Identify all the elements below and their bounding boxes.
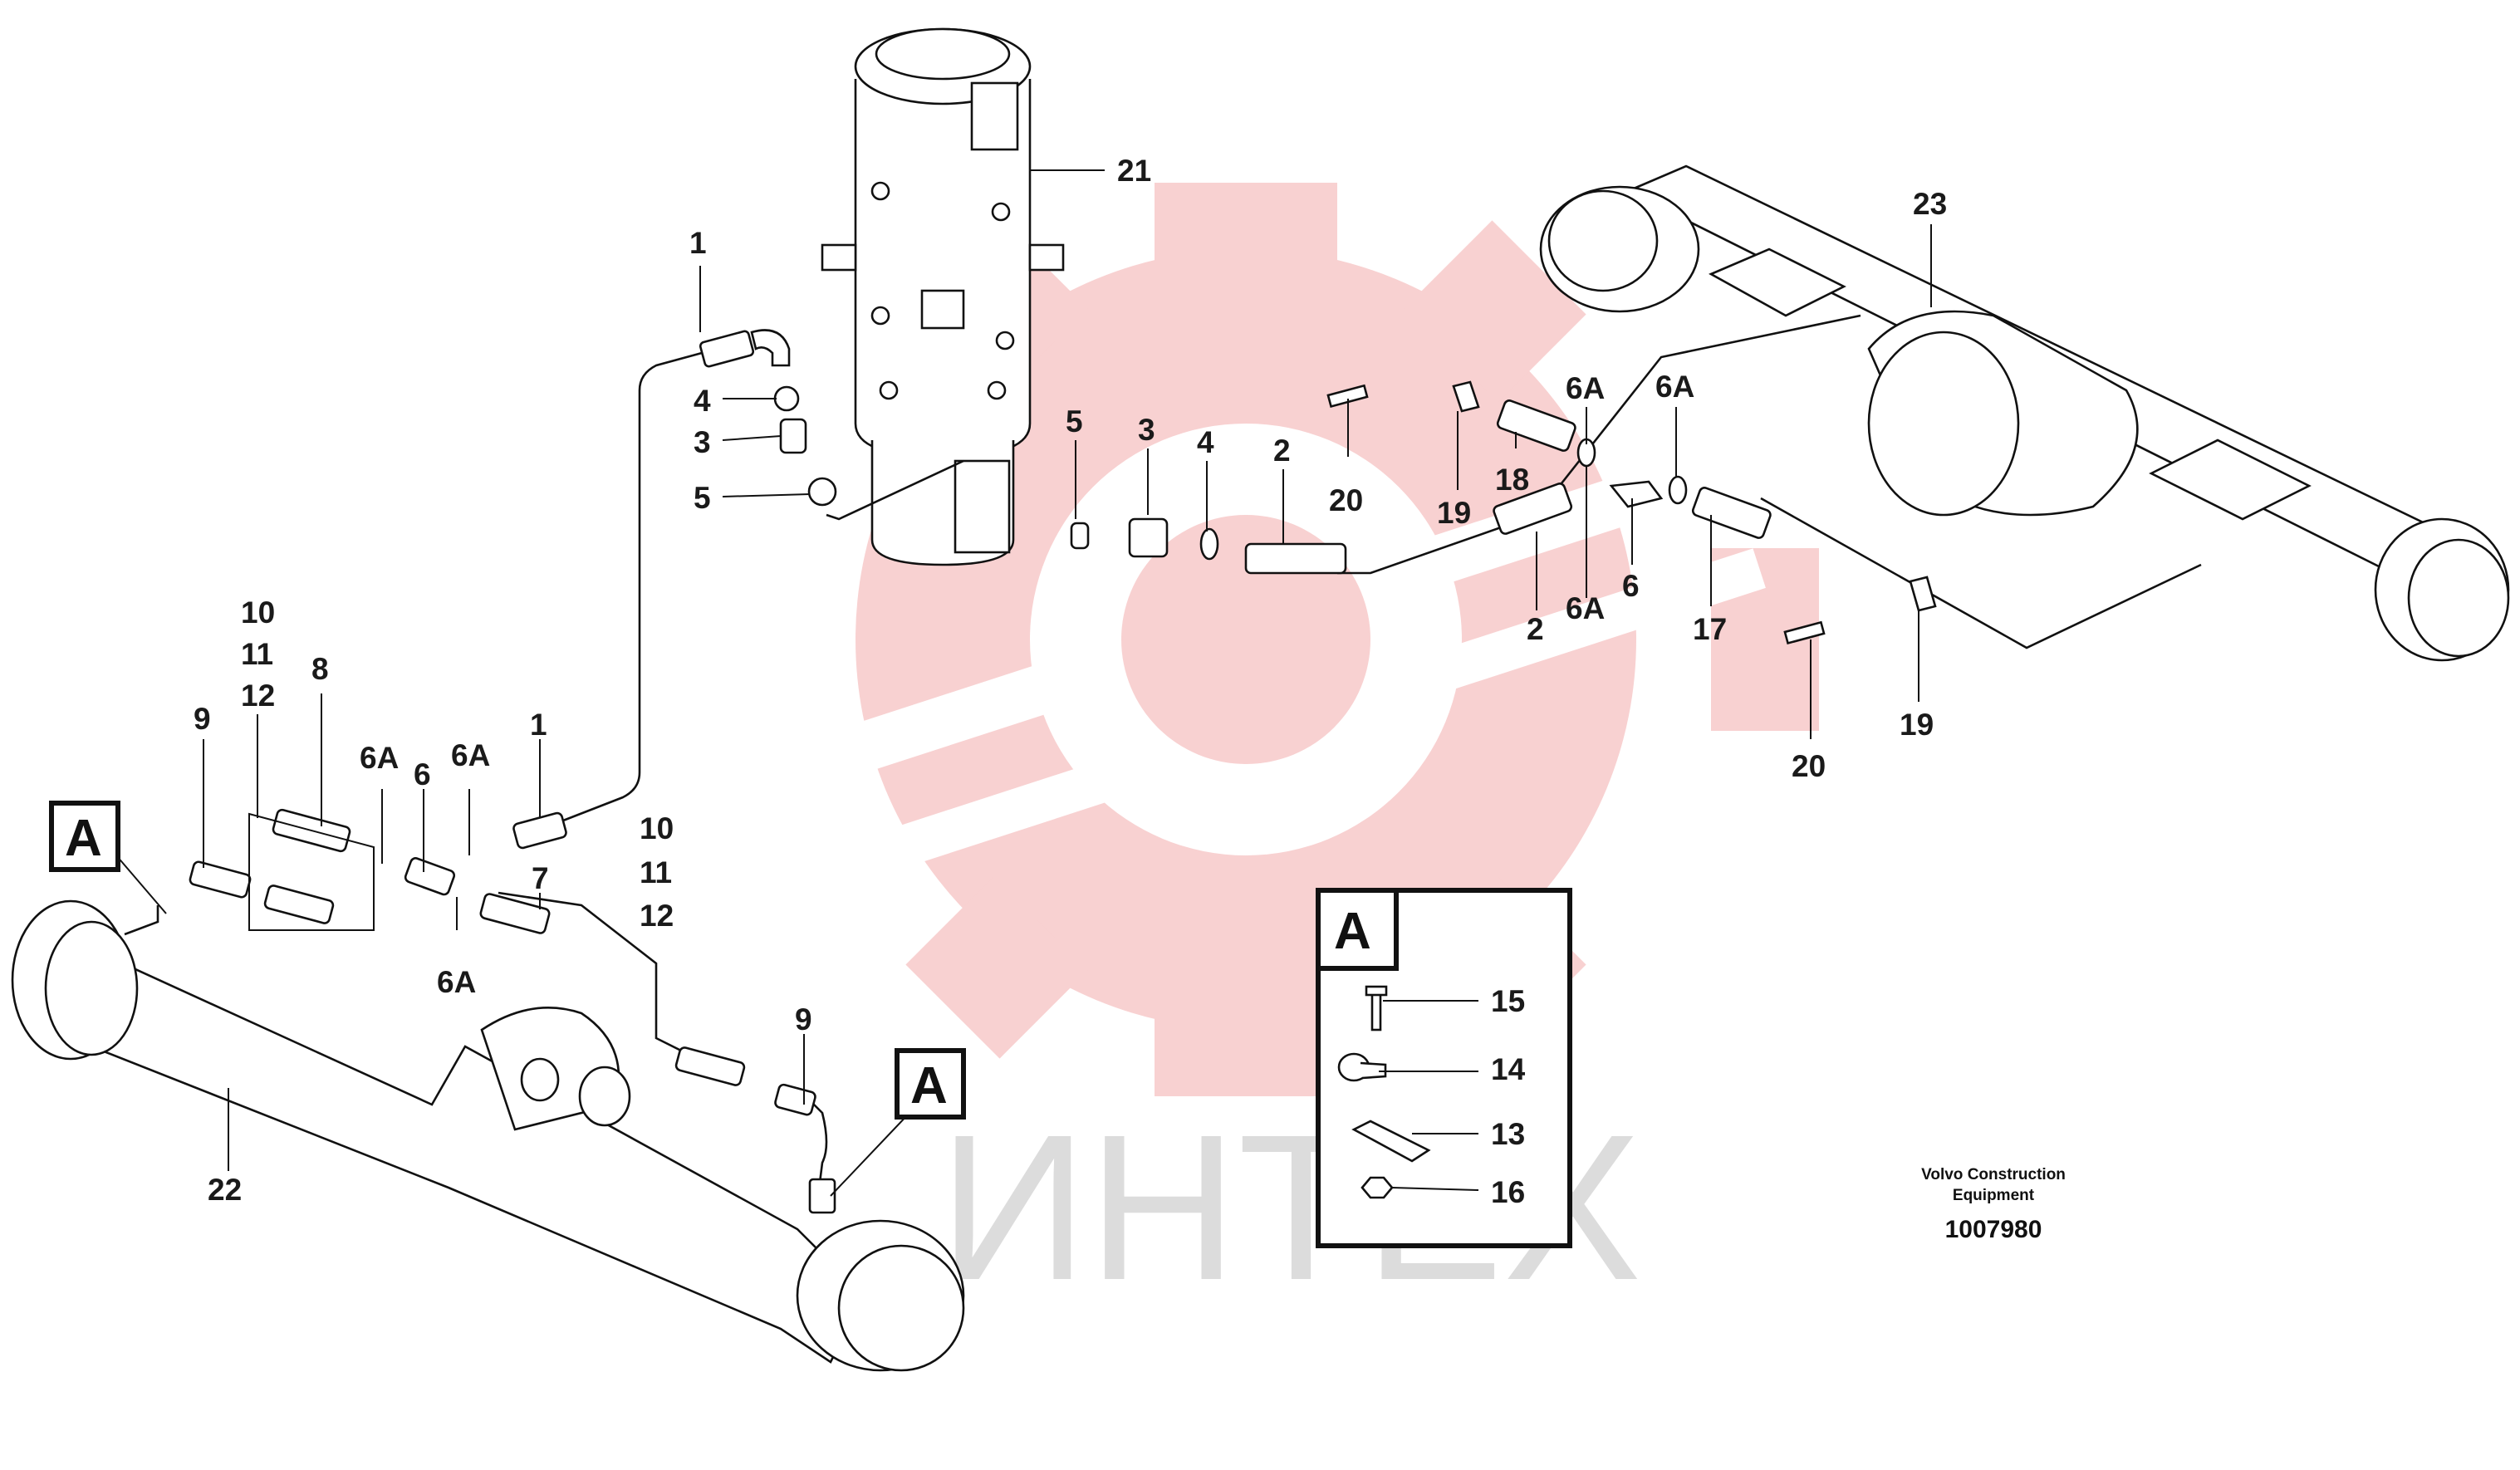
callout-8: 8 — [311, 652, 329, 686]
rear-axle — [1539, 164, 2510, 662]
detail-a-left: A — [49, 801, 120, 872]
callout-7: 7 — [532, 861, 549, 895]
callout-20-top: 20 — [1329, 483, 1363, 517]
inset-callout-13: 13 — [1491, 1117, 1525, 1151]
callout-1-top: 1 — [689, 226, 707, 260]
callout-6-left: 6 — [414, 757, 431, 791]
fittings — [189, 329, 1937, 1214]
watermark-inner — [1121, 515, 1370, 764]
callout-19-bot: 19 — [1900, 708, 1934, 742]
callout-3-mid: 3 — [1138, 413, 1155, 447]
detail-a-mid: A — [895, 1048, 966, 1120]
callout-6-r: 6 — [1622, 569, 1640, 603]
callout-3-left: 3 — [694, 425, 711, 459]
callout-12-mid: 12 — [640, 899, 674, 933]
callout-1-left: 1 — [530, 708, 547, 742]
inset-callout-16: 16 — [1491, 1175, 1525, 1209]
swivel-valve — [821, 27, 1065, 566]
callout-4-mid: 4 — [1197, 425, 1214, 459]
callout-20-bot: 20 — [1792, 749, 1826, 783]
brand-line-1: Volvo Construction — [1921, 1166, 2066, 1183]
front-axle — [11, 899, 965, 1372]
callout-2-r: 2 — [1527, 612, 1544, 646]
svg-text:A: A — [65, 810, 102, 867]
callout-6A-r3: 6A — [1566, 591, 1605, 625]
svg-text:A: A — [910, 1057, 948, 1115]
callout-6A-l1: 6A — [360, 741, 399, 775]
callout-numbers: 1 4 3 5 21 23 5 3 4 2 20 19 18 6A 6A 2 6… — [194, 154, 1947, 1207]
brand-line-2: Equipment — [1953, 1187, 2035, 1204]
footer-block: Volvo Construction Equipment 1007980 — [1921, 1166, 2066, 1243]
callout-10-left: 10 — [241, 595, 275, 630]
callout-21: 21 — [1117, 154, 1151, 188]
callout-12-left: 12 — [241, 679, 275, 713]
callout-9-left: 9 — [194, 702, 211, 736]
leader-lines — [115, 169, 1932, 1197]
callout-11-left: 11 — [241, 637, 273, 671]
inset-label: A — [1334, 903, 1371, 960]
inset-detail-a: A 15 14 13 16 — [1316, 888, 1572, 1248]
callout-6A-r2: 6A — [1655, 370, 1694, 404]
callout-11-mid: 11 — [640, 855, 672, 889]
callout-6A-r1: 6A — [1566, 371, 1605, 405]
callout-5-left: 5 — [694, 481, 711, 515]
callout-6A-l3: 6A — [437, 965, 476, 999]
callout-2-mid: 2 — [1273, 434, 1291, 468]
document-number: 1007980 — [1945, 1216, 2042, 1243]
callout-18: 18 — [1495, 463, 1529, 497]
callout-9-mid: 9 — [795, 1002, 812, 1036]
callout-4-left: 4 — [694, 384, 711, 418]
inset-callout-14: 14 — [1491, 1052, 1526, 1086]
callout-6A-l2: 6A — [451, 738, 490, 772]
callout-22: 22 — [208, 1173, 242, 1207]
inset-callout-15: 15 — [1491, 984, 1525, 1018]
callout-23: 23 — [1913, 187, 1947, 221]
callout-10-mid: 10 — [640, 811, 674, 845]
callout-19-top: 19 — [1437, 496, 1471, 530]
callout-17: 17 — [1693, 612, 1727, 646]
callout-5-mid: 5 — [1066, 404, 1083, 439]
